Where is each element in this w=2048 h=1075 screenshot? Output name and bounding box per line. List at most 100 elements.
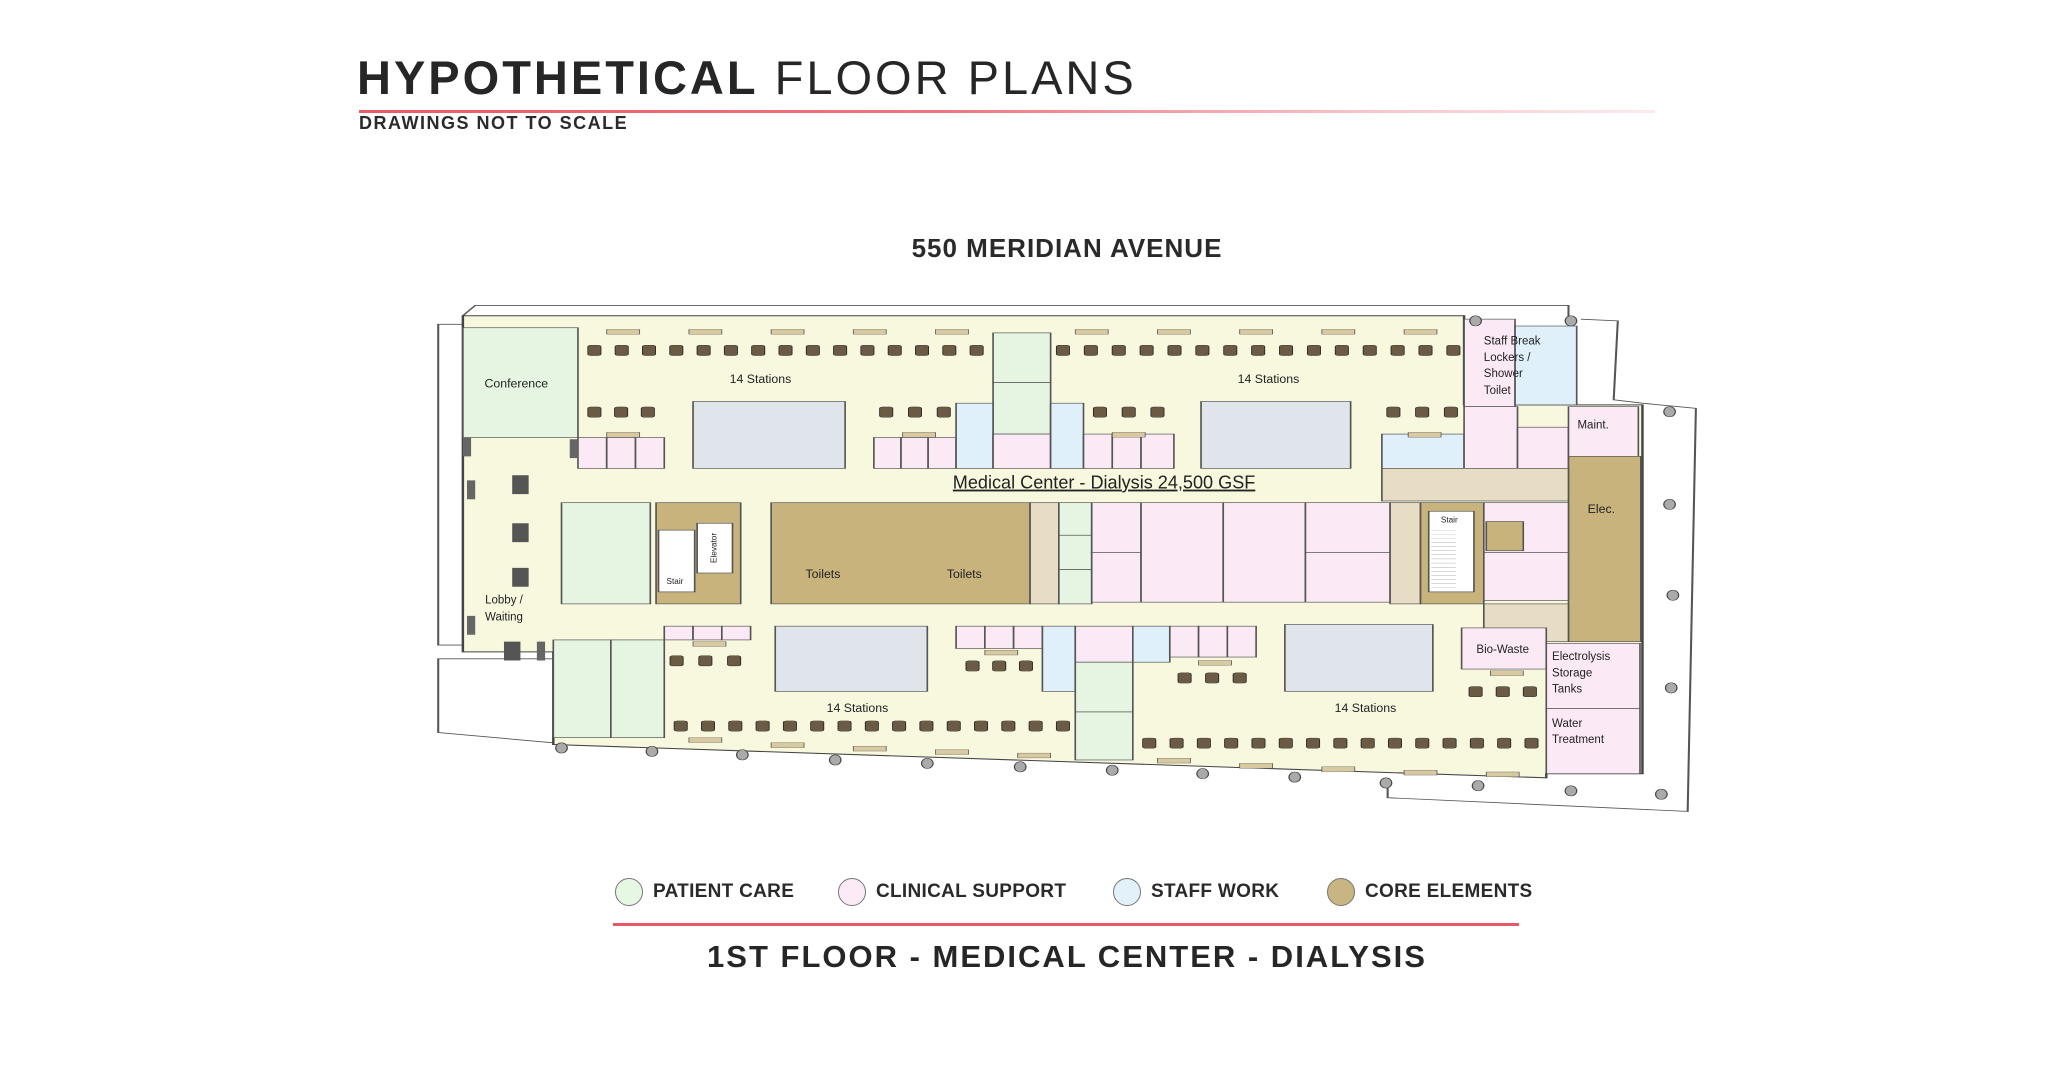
bench	[1403, 329, 1438, 335]
room-label-group: Conference	[484, 377, 548, 391]
dialysis-chair-icon	[1333, 737, 1348, 749]
dialysis-chair-icon	[1306, 737, 1321, 749]
dialysis-chair-icon	[614, 345, 629, 356]
water-treatment-label: Treatment	[1552, 734, 1605, 746]
water-treatment-room	[1545, 708, 1641, 775]
bio-waste-label: Bio-Waste	[1476, 644, 1529, 656]
plan-title: 550 MERIDIAN AVENUE	[911, 233, 1223, 263]
elevator	[696, 522, 734, 574]
room-label-group: Toilet	[1484, 385, 1512, 397]
legend-item-clinical-support: CLINICAL SUPPORT	[838, 878, 1066, 906]
dialysis-chair-icon	[1150, 406, 1165, 418]
room-label-group: Staff Break	[1484, 335, 1541, 347]
dialysis-chair-icon	[1418, 345, 1433, 356]
support-room	[692, 625, 723, 641]
column	[828, 754, 842, 766]
room-label-group: 14 Stations	[730, 372, 792, 386]
staff-work-room	[1381, 433, 1465, 469]
bench	[1111, 432, 1146, 438]
column	[1379, 777, 1393, 789]
toilets-label: Toilets	[947, 567, 982, 581]
dialysis-chair-icon	[1111, 345, 1126, 356]
room-label-group: Maint.	[1577, 420, 1608, 432]
bench	[1321, 766, 1356, 772]
conference-room	[462, 327, 579, 438]
dialysis-chair-icon	[1360, 737, 1375, 749]
support-room	[955, 625, 986, 649]
elec-label: Elec.	[1588, 502, 1615, 516]
room-label-group: Storage	[1552, 668, 1592, 680]
dialysis-chair-icon	[1251, 345, 1266, 356]
maint-room	[1567, 406, 1640, 457]
patient-room	[610, 639, 666, 739]
title-divider	[359, 110, 1655, 113]
dialysis-chair-icon	[727, 655, 742, 667]
room-label-group: Treatment	[1552, 734, 1605, 746]
shaft	[1029, 502, 1060, 605]
dialysis-chair-icon	[1362, 345, 1377, 356]
dialysis-chair-icon	[1497, 737, 1512, 749]
bench	[1403, 770, 1438, 776]
support-room	[1082, 433, 1114, 469]
staff-break-label: Staff Break	[1484, 335, 1541, 347]
bench	[606, 329, 641, 335]
elevator-label: Elevator	[710, 533, 719, 563]
dialysis-chair-icon	[1390, 345, 1405, 356]
dialysis-chair-icon	[755, 720, 770, 732]
dialysis-chair-icon	[1121, 406, 1136, 418]
dialysis-chair-icon	[587, 345, 602, 356]
patient-room	[1074, 711, 1134, 761]
page-title: HYPOTHETICAL FLOOR PLANS	[357, 50, 1137, 105]
support-room	[1090, 502, 1142, 553]
support-room	[605, 437, 637, 469]
column	[1663, 406, 1676, 418]
support-room	[1222, 502, 1307, 603]
bench	[935, 329, 969, 335]
electrolysis-room	[1545, 642, 1641, 709]
legend-item-core-elements: CORE ELEMENTS	[1327, 878, 1533, 906]
stations-label: 14 Stations	[730, 372, 792, 386]
dialysis-chair-icon	[1196, 737, 1211, 749]
dialysis-chair-icon	[992, 660, 1007, 672]
dialysis-chair-icon	[1169, 737, 1184, 749]
stations-label: 14 Stations	[1238, 372, 1300, 386]
bench	[852, 329, 887, 335]
dialysis-chair-icon	[860, 345, 875, 356]
dialysis-chair-icon	[1028, 720, 1043, 732]
support-room	[1226, 625, 1257, 658]
electrolysis-label: Storage	[1552, 668, 1592, 680]
corridor-core	[1381, 468, 1570, 502]
bench	[606, 432, 641, 438]
bench	[935, 749, 969, 755]
dialysis-chair-icon	[1306, 345, 1321, 356]
dialysis-chair-icon	[1142, 737, 1157, 749]
bench	[1485, 771, 1520, 777]
column	[645, 745, 659, 757]
dialysis-chair-icon	[833, 345, 848, 356]
dialysis-chair-icon	[1443, 406, 1458, 418]
support-room	[984, 625, 1015, 649]
dialysis-chair-icon	[728, 720, 743, 732]
dialysis-chair-icon	[1224, 737, 1239, 749]
lobby-seating-icon	[466, 615, 476, 635]
staff-work-swatch	[1113, 878, 1141, 906]
dialysis-chair-icon	[879, 406, 894, 418]
bench	[1489, 670, 1524, 676]
electrolysis-label: Electrolysis	[1552, 651, 1610, 663]
support-room	[1012, 625, 1044, 649]
lobby-seating-icon	[503, 641, 521, 661]
dialysis-chair-icon	[778, 345, 793, 356]
toilets-core	[770, 502, 1031, 605]
dialysis-chair-icon	[965, 660, 980, 672]
dialysis-chair-icon	[1278, 737, 1293, 749]
room-label-group: Lobby /	[485, 594, 524, 606]
lockers-room	[1514, 325, 1578, 406]
column	[1469, 315, 1482, 327]
support-room	[900, 437, 929, 469]
lobby-seating-icon	[512, 475, 529, 495]
support-room	[634, 437, 666, 469]
dialysis-chair-icon	[1018, 660, 1033, 672]
nurse-station	[1200, 401, 1352, 469]
bench	[902, 432, 936, 438]
support-room	[1074, 625, 1134, 663]
